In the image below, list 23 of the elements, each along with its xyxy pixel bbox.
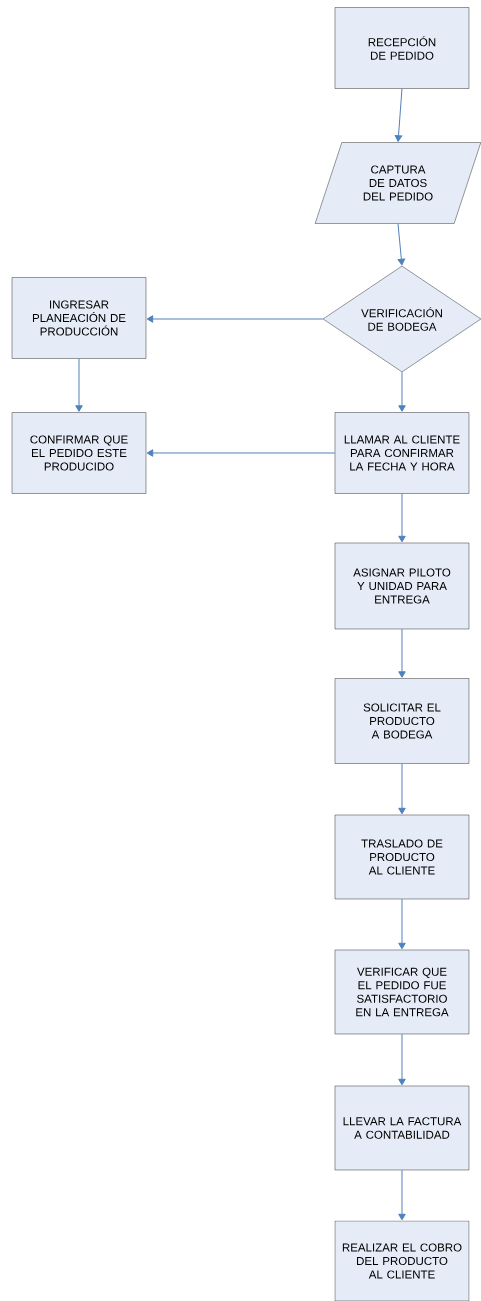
process-box: RECEPCIÓN DE PEDIDO <box>334 7 470 89</box>
data-parallelogram: CAPTURA DE DATOS DEL PEDIDO <box>314 142 481 224</box>
arrow <box>398 898 406 950</box>
arrow <box>398 1033 406 1086</box>
process-box: INGRESAR PLANEACIÓN DE PRODUCCIÓN <box>11 277 147 359</box>
arrow <box>398 371 406 412</box>
process-box: TRASLADO DE PRODUCTO AL CLIENTE <box>334 814 470 900</box>
arrow <box>398 1169 406 1221</box>
process-box: SOLICITAR EL PRODUCTO A BODEGA <box>334 678 470 764</box>
arrow <box>398 763 406 815</box>
process-box: LLAMAR AL CLIENTE PARA CONFIRMAR LA FECHA Y HORA <box>334 412 470 494</box>
process-box: ASIGNAR PILOTO Y UNIDAD PARA ENTREGA <box>334 542 470 630</box>
arrow <box>398 493 406 543</box>
arrow <box>146 449 336 457</box>
arrow <box>398 628 406 678</box>
process-box: VERIFICAR QUE EL PEDIDO FUE SATISFACTORIO EN LA ENTREGA <box>334 949 470 1035</box>
arrow <box>146 315 324 323</box>
arrow <box>75 358 83 412</box>
process-box: CONFIRMAR QUE EL PEDIDO ESTE PRODUCIDO <box>11 412 147 494</box>
process-box: LLEVAR LA FACTURA A CONTABILIDAD <box>334 1085 470 1171</box>
process-box: REALIZAR EL COBRO DEL PRODUCTO AL CLIENTE <box>334 1220 470 1301</box>
arrow <box>394 88 403 142</box>
arrow <box>397 223 406 266</box>
